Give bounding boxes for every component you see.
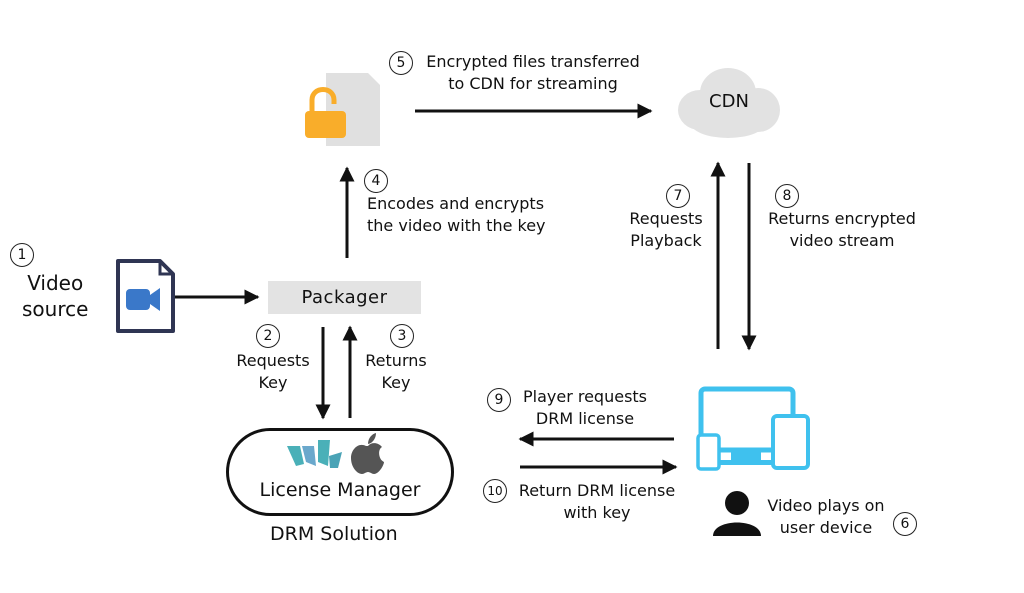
video-plays-label: Video plays on user device (767, 496, 885, 537)
step-number-3: 3 (390, 324, 414, 348)
step-number-4: 4 (364, 169, 388, 193)
encodes-label: Encodes and encrypts the video with the … (367, 194, 546, 235)
transfer-label: Encrypted files transferred to CDN for s… (426, 52, 640, 93)
license-manager-box: License Manager (226, 428, 454, 516)
step-number-2: 2 (256, 324, 280, 348)
step-number-10: 10 (483, 479, 507, 503)
cloud-icon (678, 68, 780, 138)
video-source-label: Video source (22, 271, 89, 321)
user-icon (713, 491, 761, 536)
cdn-label: CDN (709, 91, 749, 112)
video-file-icon (116, 259, 175, 333)
step-number-1: 1 (10, 243, 34, 267)
drm-vendor-logo (287, 440, 342, 468)
requests-playback-label: Requests Playback (629, 209, 703, 250)
drm-solution-label: DRM Solution (270, 523, 398, 545)
apple-logo (351, 433, 384, 474)
step-number-5: 5 (389, 51, 413, 75)
player-requests-label: Player requests DRM license (522, 387, 648, 428)
arrows (175, 103, 757, 475)
unlocked-padlock-icon (305, 87, 346, 138)
return-license-label: Return DRM license with key (518, 481, 676, 522)
returns-key-label: Returns Key (365, 351, 427, 392)
step-number-8: 8 (775, 184, 799, 208)
step-number-9: 9 (487, 388, 511, 412)
packager-box: Packager (268, 281, 421, 314)
returns-stream-label: Returns encrypted video stream (768, 209, 916, 250)
step-number-6: 6 (893, 512, 917, 536)
multi-device-icon (696, 386, 810, 471)
step-number-7: 7 (666, 184, 690, 208)
license-manager-label: License Manager (259, 479, 421, 501)
requests-key-label: Requests Key (236, 351, 310, 392)
